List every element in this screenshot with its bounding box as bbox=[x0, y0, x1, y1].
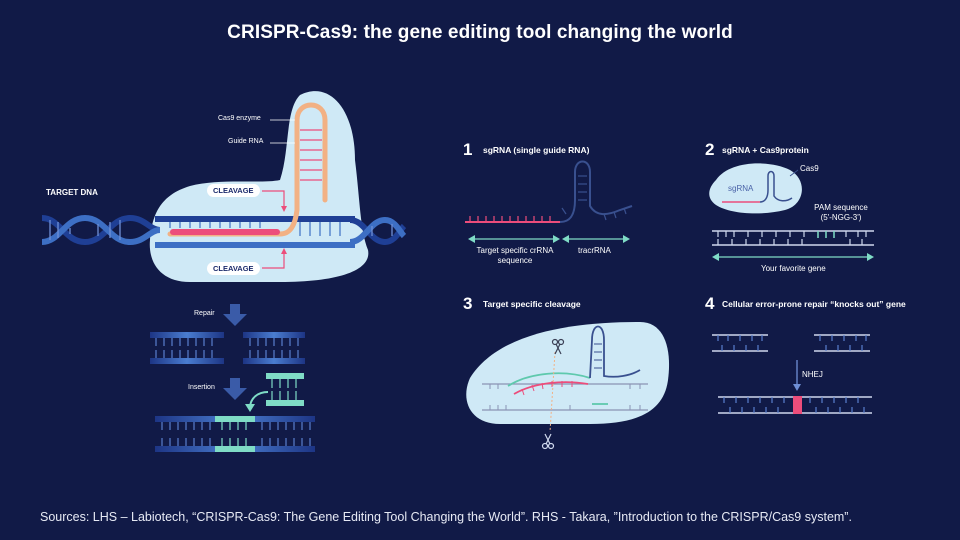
pam-sequence-label: (5'-NGG-3') bbox=[820, 213, 862, 222]
favorite-gene-label: Your favorite gene bbox=[761, 264, 826, 273]
step1-title: sgRNA (single guide RNA) bbox=[483, 145, 590, 155]
cleavage-bottom-tag: CLEAVAGE bbox=[207, 262, 260, 275]
tracrrna-label: tracrRNA bbox=[578, 246, 611, 255]
pam-label: PAM sequence bbox=[814, 203, 868, 212]
page-title: CRISPR-Cas9: the gene editing tool chang… bbox=[227, 22, 733, 43]
step1-number: 1 bbox=[463, 140, 473, 159]
scissors-icon-bottom bbox=[541, 433, 555, 450]
cleavage-arrow-bottom bbox=[262, 250, 285, 269]
repaired-dna bbox=[155, 416, 315, 452]
cleavage-top-tag: CLEAVAGE bbox=[207, 184, 260, 197]
step2-cas9-complex bbox=[709, 163, 802, 214]
crrna-label: Target specific crRNA sequence bbox=[476, 246, 554, 265]
cleavage-arrow-top bbox=[262, 190, 285, 210]
scissors-icon bbox=[551, 338, 565, 355]
step4-number: 4 bbox=[705, 294, 715, 313]
repair-arrow bbox=[223, 304, 247, 326]
step3-cleavage-graphic bbox=[466, 322, 670, 433]
insertion-arrow bbox=[223, 378, 247, 400]
step2-gene-dna bbox=[712, 230, 874, 261]
target-dna-helix bbox=[41, 214, 407, 248]
guide-rna bbox=[167, 102, 328, 237]
step4-title: Cellular error-prone repair “knocks out”… bbox=[722, 299, 906, 309]
sources-footnote: Sources: LHS – Labiotech, “CRISPR-Cas9: … bbox=[40, 510, 852, 524]
target-dna-label: TARGET DNA bbox=[46, 188, 98, 197]
insert-fragment bbox=[245, 373, 304, 412]
sgrna-label: sgRNA bbox=[728, 184, 754, 193]
repair-dna-fragments bbox=[150, 332, 305, 364]
cas9-enzyme-label: Cas9 enzyme bbox=[218, 115, 261, 122]
step4-repaired-dna bbox=[718, 396, 872, 414]
cas9-label: Cas9 bbox=[800, 164, 819, 173]
nhej-label: NHEJ bbox=[802, 370, 823, 379]
step4-broken-dna bbox=[712, 334, 870, 352]
repair-label: Repair bbox=[194, 310, 215, 317]
step2-number: 2 bbox=[705, 140, 715, 159]
step3-number: 3 bbox=[463, 294, 473, 313]
insertion-label: Insertion bbox=[188, 384, 215, 391]
step1-sgrna-graphic bbox=[465, 160, 633, 243]
nhej-arrow bbox=[793, 360, 801, 391]
step2-title: sgRNA + Cas9protein bbox=[722, 145, 809, 155]
step3-title: Target specific cleavage bbox=[483, 299, 581, 309]
guide-rna-label: Guide RNA bbox=[228, 138, 264, 145]
